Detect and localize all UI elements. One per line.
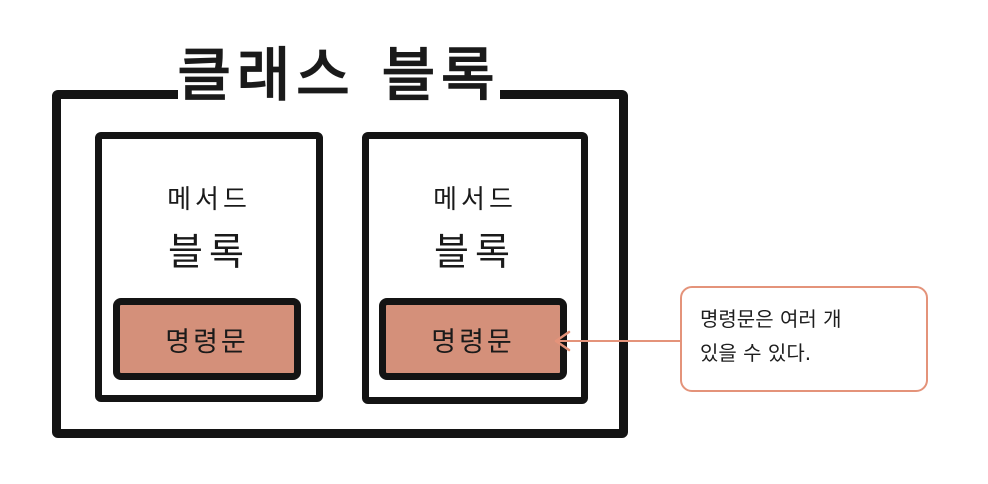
method-block-label-line2: 블록 bbox=[168, 230, 250, 274]
method-block-label-line1: 메서드 bbox=[433, 185, 517, 215]
class-block-title-gap bbox=[178, 84, 500, 106]
callout-note: 명령문은 여러 개 있을 수 있다. bbox=[680, 286, 928, 392]
method-block-label-line1: 메서드 bbox=[167, 185, 251, 215]
statement-box-right: 명령문 bbox=[379, 298, 567, 380]
method-block-label-line2: 블록 bbox=[434, 230, 516, 274]
callout-text-line2: 있을 수 있다. bbox=[700, 341, 812, 365]
callout-text-line1: 명령문은 여러 개 bbox=[700, 307, 842, 331]
class-block-title: 클래스 블록 bbox=[177, 41, 501, 109]
statement-box-left: 명령문 bbox=[113, 298, 301, 380]
